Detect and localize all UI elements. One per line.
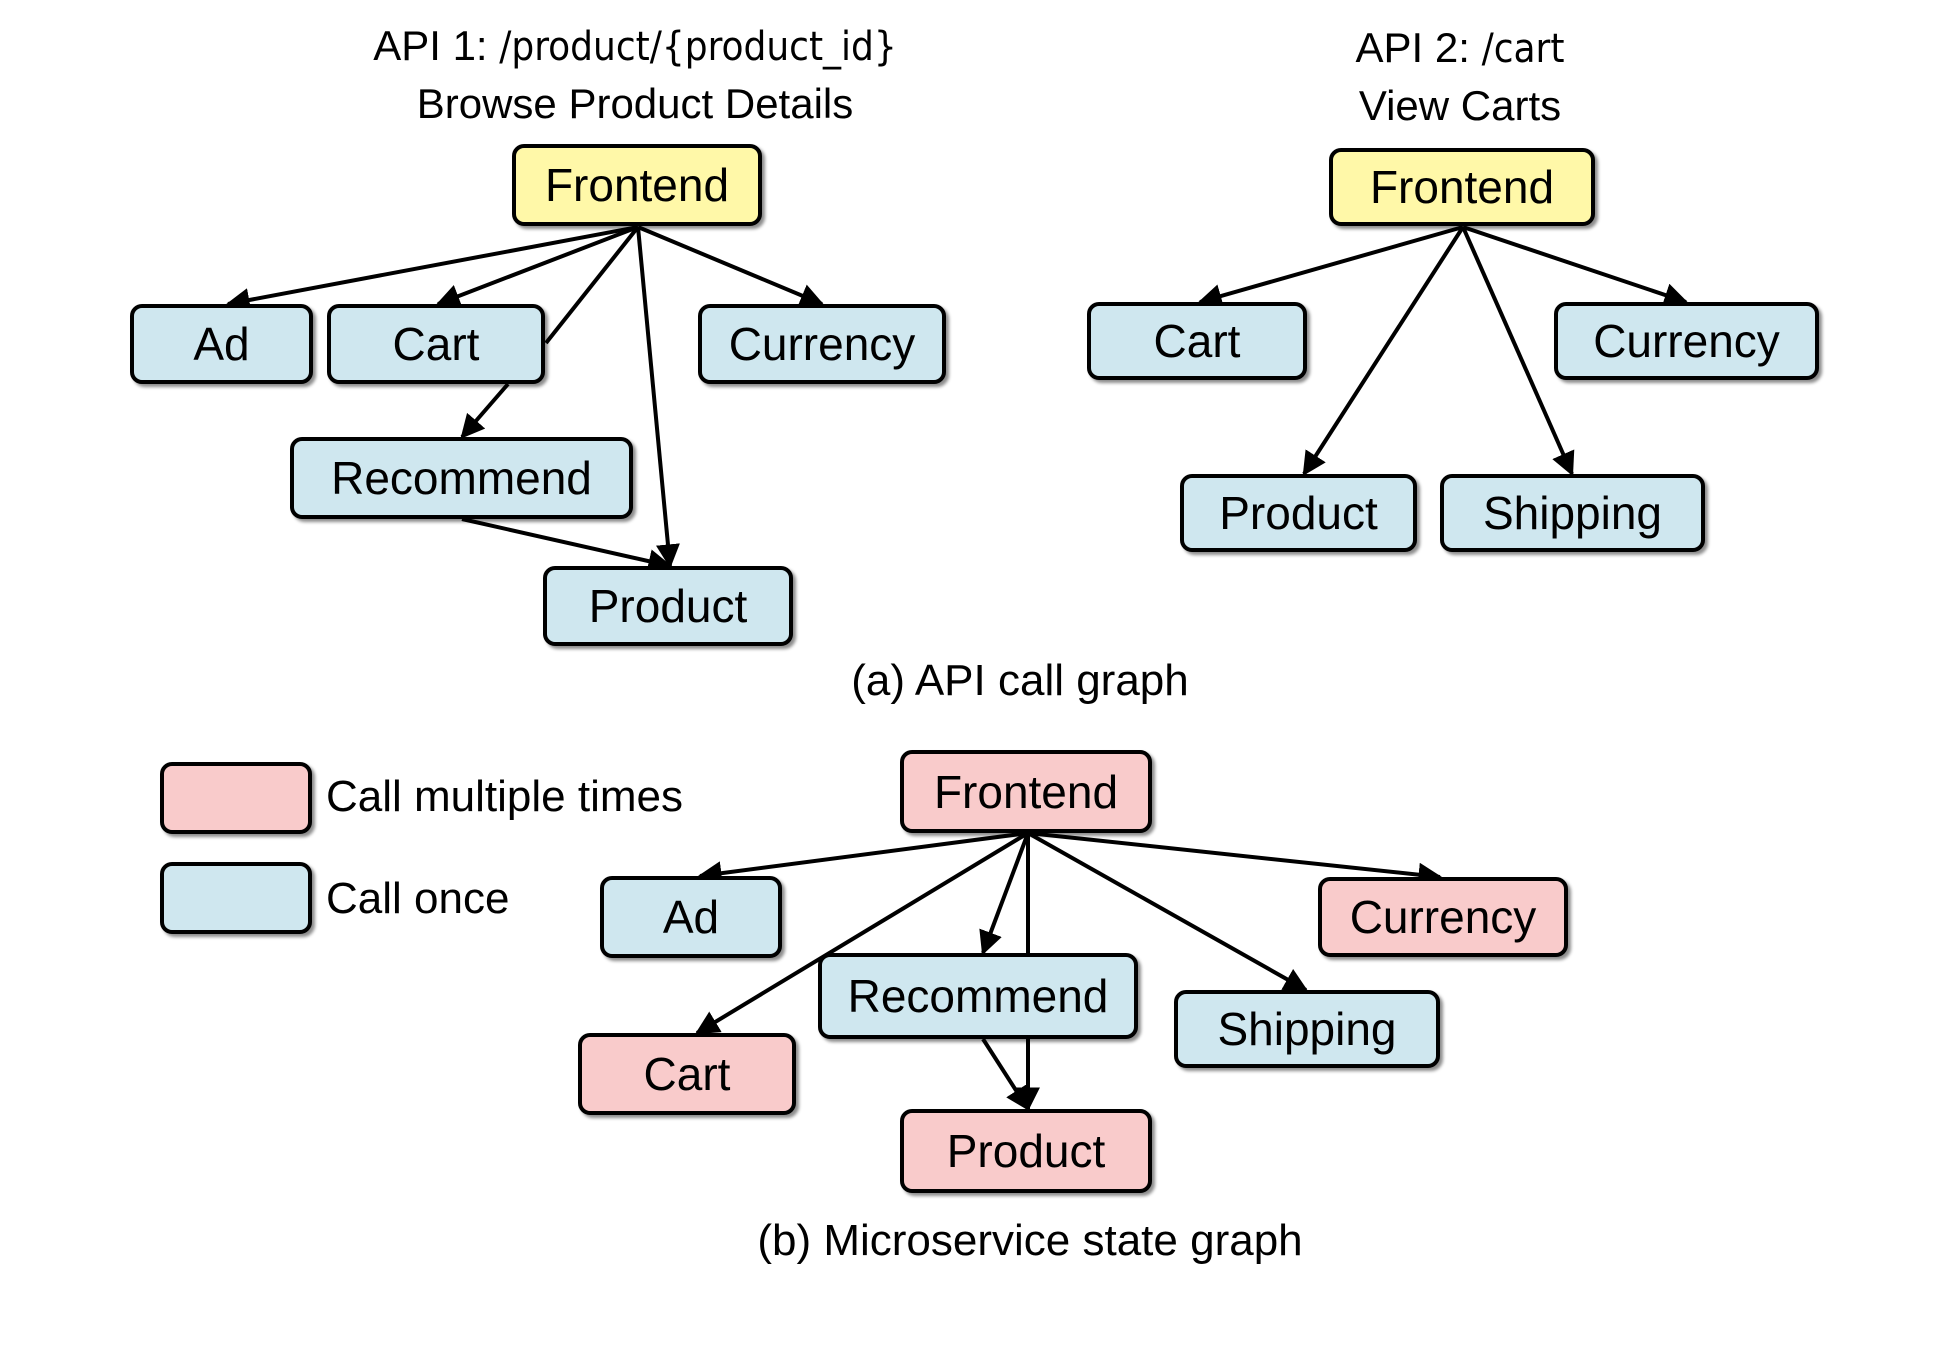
edge-state-frontend-shipping [1027, 831, 1309, 992]
legend-swatch-multiple [160, 762, 312, 834]
api1-subtitle: Browse Product Details [416, 80, 854, 127]
edge-state-frontend-cart [694, 831, 1030, 1035]
caption-b: (b) Microservice state graph [757, 1216, 1303, 1265]
edge-state-frontend-recommend [979, 832, 1030, 956]
edge-api1-recommend-product [461, 517, 673, 573]
legend-label-once: Call once [326, 874, 510, 923]
state-node-recommend: Recommend [818, 953, 1138, 1039]
api2-path: /cart [1481, 26, 1565, 72]
api1-node-cart: Cart [327, 304, 545, 384]
api2-node-currency: Currency [1554, 302, 1819, 380]
edge-api1-cart-recommend [460, 382, 510, 439]
state-node-ad: Ad [600, 876, 782, 958]
state-node-cart: Cart [578, 1033, 796, 1115]
api2-node-cart: Cart [1087, 302, 1307, 380]
api1-node-currency: Currency [698, 304, 946, 384]
api2-node-product: Product [1180, 474, 1417, 552]
api1-node-product: Product [543, 566, 793, 646]
api2-title-prefix: API 2: [1355, 24, 1482, 71]
edge-state-frontend-ad [697, 831, 1029, 886]
edge-api2-frontend-shipping [1461, 226, 1575, 477]
edge-state-frontend-currency [1027, 831, 1443, 887]
state-node-frontend: Frontend [900, 750, 1152, 833]
edge-api1-frontend-cart [435, 225, 639, 308]
edge-api2-frontend-cart [1197, 225, 1464, 308]
state-node-currency: Currency [1318, 877, 1568, 957]
edge-api1-frontend-product [636, 226, 680, 569]
edge-api1-frontend-ad [225, 225, 639, 312]
edge-state-recommend-product [981, 1037, 1030, 1112]
edge-api1-frontend-currency [637, 225, 825, 307]
edge-api1-frontend-recommend [544, 225, 640, 345]
api1-node-frontend: Frontend [512, 144, 762, 226]
api2-node-frontend: Frontend [1329, 148, 1595, 226]
edge-api2-frontend-currency [1462, 225, 1689, 307]
api1-title-prefix: API 1: [373, 22, 500, 69]
state-node-shipping: Shipping [1174, 990, 1440, 1068]
api1-node-ad: Ad [130, 304, 313, 384]
api2-subtitle: View Carts [1358, 82, 1562, 129]
api1-node-recommend: Recommend [290, 437, 633, 519]
legend-label-multiple: Call multiple times [326, 772, 683, 821]
api2-title: API 2: /cart [1260, 24, 1660, 72]
edge-api2-frontend-product [1302, 225, 1465, 477]
api1-title: API 1: /product/{product_id} [290, 22, 980, 70]
legend-swatch-once [160, 862, 312, 934]
caption-a: (a) API call graph [851, 656, 1189, 705]
api2-node-shipping: Shipping [1440, 474, 1705, 552]
state-node-product: Product [900, 1109, 1152, 1193]
api1-path: /product/{product_id} [499, 24, 897, 70]
